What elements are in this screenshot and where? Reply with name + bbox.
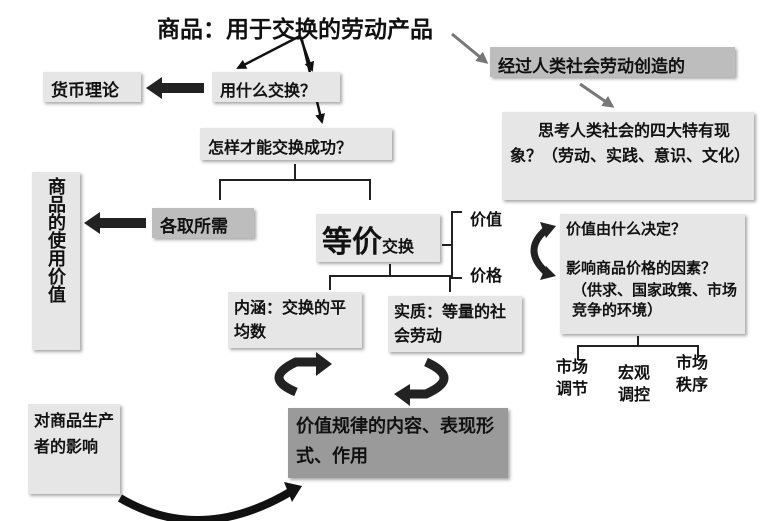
box-each-need: 各取所需 xyxy=(152,208,254,238)
text-value-decided: 价值由什么决定？ xyxy=(566,220,687,238)
label-value: 价值 xyxy=(470,210,503,229)
equal-small-text: 交换 xyxy=(382,237,415,256)
box-money-theory: 货币理论 xyxy=(43,72,141,102)
box-equal-exchange: 等价交换 xyxy=(316,214,440,262)
box-producer-effect: 对商品生产者的影响 xyxy=(28,404,120,494)
bracket-equal xyxy=(329,264,451,292)
bracket-market xyxy=(577,336,699,360)
box-how-success: 怎样才能交换成功？ xyxy=(200,128,392,160)
label-price: 价格 xyxy=(470,266,503,285)
bracket-value-price xyxy=(442,211,462,279)
text-price-factors: 影响商品价格的因素？ xyxy=(566,259,717,277)
box-use-value: 商品的使用价值 xyxy=(32,172,80,350)
box-what-exchange: 用什么交换？ xyxy=(212,72,340,102)
bracket-how xyxy=(219,164,371,200)
box-connotation: 内涵：交换的平均数 xyxy=(228,292,362,348)
arrow-labor-to-think xyxy=(579,82,615,108)
block-arrow-left-use-value xyxy=(84,212,148,234)
curve-producer-to-law xyxy=(117,488,293,521)
box-value-price-questions: 价值由什么决定？ 影响商品价格的因素？ （供求、国家政策、市场竞争的环境） xyxy=(560,214,745,334)
curve-right-arrow xyxy=(406,357,449,399)
text-market-order: 市场秩序 xyxy=(676,353,709,394)
box-essence: 实质：等量的社会劳动 xyxy=(388,296,522,352)
text-price-factors-detail: （供求、国家政策、市场竞争的环境） xyxy=(572,281,738,319)
equal-big-text: 等价 xyxy=(322,225,382,260)
box-labor: 经过人类社会劳动创造的 xyxy=(490,47,735,77)
text-macro-control: 宏观调控 xyxy=(618,363,651,404)
box-law-of-value: 价值规律的内容、表现形式、作用 xyxy=(288,408,508,478)
diagram-title: 商品：用于交换的劳动产品 xyxy=(157,17,433,43)
arrow-title-to-labor xyxy=(451,32,489,64)
arrow-title-to-what xyxy=(236,34,301,70)
block-arrow-left-money xyxy=(146,77,206,99)
text-market-adjust: 市场调节 xyxy=(556,357,589,398)
box-think: 思考人类社会的四大特有现象？（劳动、实践、意识、文化） xyxy=(502,112,754,200)
curve-left-arrow xyxy=(274,357,318,397)
